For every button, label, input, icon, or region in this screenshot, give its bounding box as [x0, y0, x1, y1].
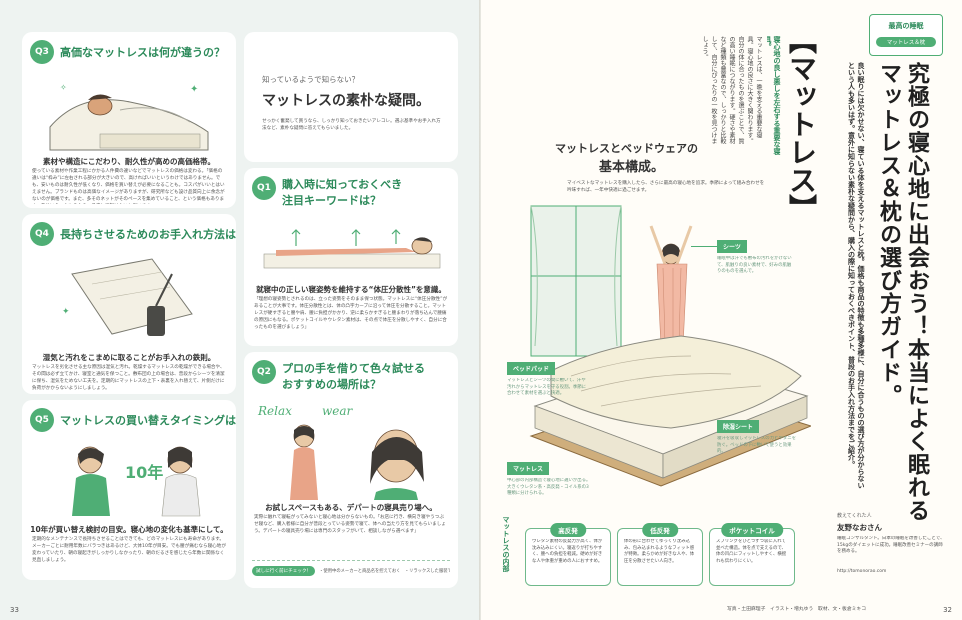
- q5-title: マットレスの買い替えタイミングは？: [60, 414, 236, 427]
- kind-high-rebound-title: 高反発: [550, 523, 586, 537]
- q4-card: Q4 長持ちさせるためのお手入れ方法は？ ✦ 湿気と汚れをこまめに取ることがお手…: [22, 214, 236, 394]
- label-bedpad: ベッドパッド: [507, 362, 556, 375]
- headline-column-2: マットレス＆枕の選び方ガイド。: [876, 62, 901, 407]
- q5-body: 定期的なメンテナンスで長持ちさせることはできても、どのマットレスにも寿命がありま…: [32, 537, 226, 563]
- speech-bubble-wear: wear: [322, 404, 353, 418]
- q2-title-line1: プロの手を借りて色々試せる: [282, 362, 425, 375]
- expert-bio: 睡眠コンサルタント。日本の睡眠を改善したことで、15kgのダイエットに成功。睡眠…: [837, 536, 945, 554]
- kind-high-rebound: 高反発 ウレタン素材の反発力が高く、体が沈み込みにくい。寝返りが打ちやすく、腰へ…: [525, 523, 611, 586]
- label-mattress-desc: 中心部の内部構造で寝心地に違いが出る。大きくウレタン系・高反発・コイル系の3種類…: [507, 478, 591, 496]
- speech-bubble-relax: Relax: [258, 404, 292, 418]
- label-sheets-desc: 睡眠中は汗でも敷布の汚れをかけないて、肌触りの良い素材で、好みの肌触りのものを選…: [717, 256, 792, 274]
- checklist-badge: 試しに行く前にチェック！: [252, 566, 316, 576]
- expert-url: http://tomonorao.com: [837, 569, 887, 574]
- expert-name: 友野なおさん: [837, 523, 882, 532]
- q2-body: 実際に触れて寝転がってみないと寝心地は分からないもの。「お店に行き、横向き寝やう…: [254, 515, 446, 534]
- q4-headline: 湿気と汚れをこまめに取ることがお手入れの鉄則。: [42, 353, 216, 362]
- label-sheets: シーツ: [717, 240, 747, 253]
- q2-card: Q2 プロの手を借りて色々試せる おすすめの場所は？ Relax wear お試…: [244, 352, 458, 588]
- q4-body: マットレスを劣化させる主な原因は湿気と汚れ。乾燥するマットレスの乾燥ができる場合…: [32, 365, 225, 391]
- q1-sleeping-illustration: [263, 229, 441, 269]
- expert-profile: 教えてくれた人 友野なおさん 睡眠コンサルタント。日本の睡眠を改善したことで、1…: [837, 512, 947, 592]
- q4-title: 長持ちさせるためのお手入れ方法は？: [60, 228, 236, 241]
- q1-title-line1: 購入時に知っておくべき: [282, 178, 403, 191]
- diagram-title-line1: マットレスとベッドウェアの: [555, 142, 698, 155]
- headline-column-1: 究極の寝心地に出会おう！本当によく眠れる: [904, 62, 929, 522]
- q3-body: 使っている素材や作業工程にかかる人件費の違いなどでマットレスの価格は変わる。「価…: [32, 169, 225, 202]
- kind-low-rebound-desc: 体の形に合わせてゆっくり沈み込み、包み込まれるようなフィット感が特徴。柔らかめが…: [624, 539, 695, 564]
- bed-structure-illustration: [529, 205, 811, 487]
- section-label: 【マットレス】: [785, 26, 818, 222]
- svg-text:✦: ✦: [62, 307, 70, 317]
- kind-pocket-coil: ポケットコイル スプリングをひとつずつ袋に入れて並べた構造。体を点で支えるので、…: [709, 523, 795, 586]
- leader-sheets: [691, 246, 717, 247]
- q3-headline: 素材や構造にこだわり、耐久性が高めの高価格帯。: [42, 157, 216, 166]
- svg-text:✧: ✧: [60, 83, 67, 92]
- lead-text: 良い眠りには欠かせない、寝ている体を支えるマットレスと枕。価格も商品の特徴も多種…: [847, 62, 866, 489]
- q4-badge: Q4: [30, 222, 54, 246]
- mattress-inner-label: マットレスの内部: [502, 516, 510, 572]
- intro-kicker: 知っているようで知らない？: [262, 75, 360, 84]
- intro-lead: せっかく奮発して買うなら、しっかり知っておきたいアレコレ。選ぶ基準やお手入れ方法…: [262, 119, 441, 131]
- q1-card: Q1 購入時に知っておくべき 注目キーワードは？ 就寝中の正しい寝姿勢を維持する…: [244, 168, 458, 346]
- q5-people-illustration: 10年: [72, 446, 201, 517]
- q3-badge: Q3: [30, 40, 54, 64]
- label-bedpad-desc: マットレスとシーツの間に敷いて、汗や汚れからマットレスを守る役割。季節に合わせて…: [507, 378, 587, 396]
- q2-headline: お試しスペースもある、デパートの寝具売り場へ。: [265, 503, 437, 512]
- svg-text:✦: ✦: [190, 84, 198, 95]
- q3-bed-illustration: ✦ ✧: [49, 83, 209, 151]
- q2-badge: Q2: [252, 360, 276, 384]
- right-page: 最高の睡眠 マットレス＆枕 究極の寝心地に出会おう！本当によく眠れる マットレス…: [481, 0, 962, 620]
- q3-title: 高価なマットレスは何が違うの？: [60, 46, 225, 59]
- category-sub: マットレス＆枕: [876, 37, 936, 47]
- diagram-lead: マイベストなマットレスを購入したら、さらに最高の寝心地を追求。季節によって組み合…: [567, 181, 765, 193]
- left-page: Q3 高価なマットレスは何が違うの？ ✦ ✧ 素材や構造にこだわり、耐久性が高め…: [0, 0, 480, 620]
- q1-badge: Q1: [252, 176, 276, 200]
- category-label: 最高の睡眠: [888, 22, 924, 30]
- q5-headline: 10年が買い替え検討の目安。寝心地の変化も基準にして。: [30, 525, 228, 534]
- q1-title-line2: 注目キーワードは？: [282, 194, 381, 207]
- left-page-number: 33: [10, 606, 19, 614]
- checklist-points: ・使用中のメーカーと商品名を控えておく ・リラックスした服装で、着替えやすいもの…: [319, 569, 450, 574]
- q5-card: Q5 マットレスの買い替えタイミングは？ 10年 10年が買い替え検討の目安。寝…: [22, 400, 236, 580]
- q1-body: 「理想の寝姿勢とされるのは、立った姿勢をそのまま保つ状態。マットレスに“体圧分散…: [254, 297, 448, 330]
- kind-pocket-coil-title: ポケットコイル: [721, 523, 783, 537]
- label-dehumid-desc: 寝汗を吸収しマットレスのカビやダニを防ぐ。ベッドの下に敷いて使うと効果的。: [717, 436, 797, 454]
- label-dehumid-sheet: 除湿シート: [717, 420, 760, 433]
- section-intro: マットレスは、一晩を支える重要な寝具。寝心地の良さに大きく関わります。自分の体に…: [701, 36, 762, 144]
- kind-high-rebound-desc: ウレタン素材の反発力が高く、体が沈み込みにくい。寝返りが打ちやすく、腰への負担を…: [532, 539, 603, 564]
- kind-low-rebound: 低反発 体の形に合わせてゆっくり沈み込み、包み込まれるようなフィット感が特徴。柔…: [617, 523, 703, 586]
- q2-footer: 試しに行く前にチェック！ ・使用中のメーカーと商品名を控えておく ・リラックスし…: [252, 560, 450, 581]
- q1-headline: 就寝中の正しい寝姿勢を維持する“体圧分散性”を意識。: [256, 285, 446, 294]
- svg-text:10年: 10年: [125, 463, 163, 482]
- q5-badge: Q5: [30, 408, 54, 432]
- intro-card: 知っているようで知らない？ マットレスの素朴な疑問。 せっかく奮発して買うなら、…: [244, 32, 458, 162]
- label-mattress: マットレス: [507, 462, 550, 475]
- q3-card: Q3 高価なマットレスは何が違うの？ ✦ ✧ 素材や構造にこだわり、耐久性が高め…: [22, 32, 236, 208]
- kind-low-rebound-title: 低反発: [642, 523, 678, 537]
- photo-credits: 写真・土田麻理子 イラスト・増丸ゆう 取材、文・板倉ミキコ: [727, 607, 867, 612]
- kind-pocket-coil-desc: スプリングをひとつずつ袋に入れて並べた構造。体を点で支えるので、体の凹凸にフィッ…: [716, 539, 787, 564]
- right-page-number: 32: [943, 606, 952, 614]
- expert-label: 教えてくれた人: [837, 513, 872, 519]
- intro-title: マットレスの素朴な疑問。: [262, 93, 430, 109]
- q2-woman-illustration: [290, 424, 424, 500]
- category-box: 最高の睡眠 マットレス＆枕: [869, 14, 943, 56]
- page-gutter: [479, 0, 482, 620]
- section-intro-bold: 寝心地の良し悪しを左右する重要な寝具。: [767, 36, 781, 155]
- q2-title-line2: おすすめの場所は？: [282, 378, 381, 391]
- diagram-title-line2: 基本構成。: [599, 160, 665, 175]
- q4-cleaning-illustration: ✦: [62, 258, 193, 336]
